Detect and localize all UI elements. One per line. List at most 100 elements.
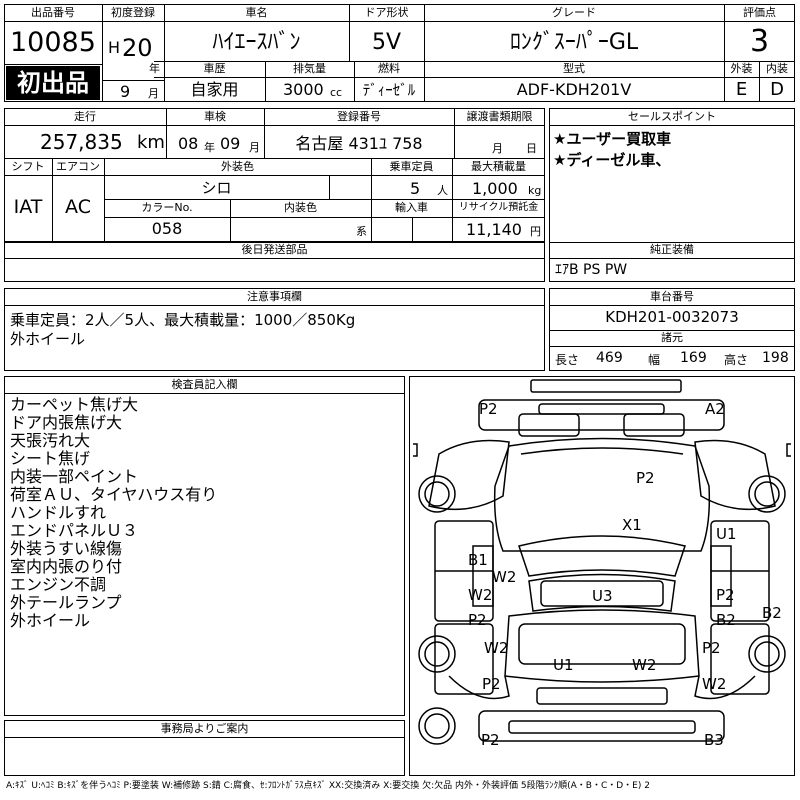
reg-label: 初度登録 bbox=[111, 6, 155, 19]
inspector-line-11: エンジン不調 bbox=[10, 575, 107, 594]
mileage-label: 走行 bbox=[74, 110, 96, 123]
mileage-value: 257,835 bbox=[40, 130, 123, 154]
mark-w2-c: W2 bbox=[484, 639, 509, 657]
ext-label: 外装 bbox=[730, 62, 753, 75]
history-value: 自家用 bbox=[190, 80, 239, 99]
inspector-section bbox=[4, 376, 405, 716]
genuine-value: ｴｱB PS PW bbox=[555, 262, 628, 278]
capacity-value: 5 bbox=[410, 179, 421, 198]
selling-section bbox=[549, 108, 795, 282]
inspection-year: 08 bbox=[178, 134, 199, 153]
aircon-label: エアコン bbox=[56, 160, 100, 173]
mark-b1: B1 bbox=[468, 551, 488, 569]
mark-p2-bot: P2 bbox=[481, 731, 500, 749]
door-label: ドア形状 bbox=[364, 6, 409, 19]
inspector-line-3: 天張汚れ大 bbox=[10, 431, 91, 450]
capacity-label: 乗車定員 bbox=[389, 160, 434, 173]
displacement-value: 3000 bbox=[283, 80, 324, 99]
model-label: 型式 bbox=[563, 62, 585, 75]
max-load-value: 1,000 bbox=[472, 179, 518, 198]
selling-label: セールスポイント bbox=[628, 110, 716, 123]
reg-era: H bbox=[108, 38, 121, 57]
capacity-unit: 人 bbox=[437, 184, 448, 197]
door-type: 5V bbox=[371, 30, 402, 55]
plate-label: 登録番号 bbox=[337, 110, 381, 123]
inspector-line-5: 内装一部ペイント bbox=[10, 467, 139, 486]
int-color-label: 内装色 bbox=[284, 201, 317, 214]
mark-u1-r: U1 bbox=[716, 525, 737, 543]
mark-x1: X1 bbox=[622, 516, 642, 534]
inspector-line-12: 外テールランプ bbox=[10, 593, 122, 612]
recycle-value: 11,140 bbox=[466, 220, 522, 239]
mark-a2-tr: A2 bbox=[705, 400, 725, 418]
model-value: ADF-KDH201V bbox=[516, 80, 632, 99]
diagram-section bbox=[409, 376, 795, 776]
car-name-label: 車名 bbox=[245, 6, 268, 19]
car-name: ﾊｲｴｰｽﾊﾞﾝ bbox=[212, 30, 301, 55]
inspector-line-7: ハンドルすれ bbox=[10, 503, 107, 522]
max-load-unit: kg bbox=[528, 184, 542, 197]
mark-w2-b: W2 bbox=[468, 586, 493, 604]
int-score: D bbox=[770, 79, 784, 100]
fuel-label: 燃料 bbox=[378, 62, 400, 75]
ext-color-value: シロ bbox=[201, 179, 232, 197]
color-no-value: 058 bbox=[151, 219, 183, 238]
caution-line-1: 乗車定員：2人／5人、最大積載量：1000／850Kg bbox=[10, 311, 356, 329]
genuine-label: 純正装備 bbox=[650, 243, 694, 256]
lot-number: 10085 bbox=[10, 27, 96, 58]
caution-line-2: 外ホイール bbox=[10, 330, 86, 348]
caution-section bbox=[4, 288, 545, 371]
displacement-label: 排気量 bbox=[293, 62, 326, 75]
transfer-day: 日 bbox=[526, 142, 537, 155]
height-label: 高さ bbox=[724, 353, 749, 367]
mark-b2-far: B2 bbox=[762, 604, 782, 622]
first-listing-text: 初出品 bbox=[17, 69, 89, 97]
plate-value: 名古屋 431ﾕ 758 bbox=[295, 134, 423, 153]
import-label: 輸入車 bbox=[395, 201, 428, 214]
mark-p2-tl: P2 bbox=[479, 400, 498, 418]
color-no-label: カラーNo. bbox=[141, 201, 193, 214]
chassis-label: 車台番号 bbox=[650, 290, 694, 303]
reg-year-unit: 年 bbox=[149, 62, 160, 75]
inspection-year-unit: 年 bbox=[204, 141, 215, 154]
inspector-line-9: 外装うすい線傷 bbox=[10, 539, 123, 558]
mileage-unit: km bbox=[137, 132, 165, 153]
length-label: 長さ bbox=[555, 353, 580, 367]
mark-w2-e: W2 bbox=[702, 675, 727, 693]
legend: A:ｷｽﾞ U:ﾍｺﾐ B:ｷｽﾞを伴うﾍｺﾐ P:要塗装 W:補修跡 S:錆 … bbox=[6, 781, 650, 791]
mark-b2-r: B2 bbox=[716, 611, 736, 629]
mark-p2-hood: P2 bbox=[636, 469, 655, 487]
mark-u3: U3 bbox=[592, 587, 613, 605]
history-label: 車歴 bbox=[203, 62, 226, 75]
width-label: 幅 bbox=[648, 353, 661, 367]
lot-label: 出品番号 bbox=[31, 6, 75, 19]
height-value: 198 bbox=[762, 350, 789, 366]
transfer-label: 譲渡書類期限 bbox=[466, 110, 533, 123]
reg-month: 9 bbox=[120, 82, 131, 101]
office-label: 事務局よりご案内 bbox=[160, 722, 249, 735]
shift-value: IAT bbox=[13, 196, 43, 218]
specs-label: 諸元 bbox=[661, 331, 683, 344]
grade-label: グレード bbox=[552, 6, 596, 19]
ext-color-label: 外装色 bbox=[221, 160, 254, 173]
chassis-value: KDH201-0032073 bbox=[605, 308, 739, 326]
inspector-line-10: 室内内張のり付 bbox=[10, 557, 123, 576]
mark-p2-bl: P2 bbox=[482, 675, 501, 693]
mark-p2-l: P2 bbox=[468, 611, 487, 629]
inspection-month: 09 bbox=[220, 134, 241, 153]
first-listing-badge: 初出品 bbox=[6, 66, 100, 100]
later-parts-section bbox=[4, 242, 545, 282]
inspector-line-13: 外ホイール bbox=[10, 611, 91, 630]
mark-w2-d: W2 bbox=[632, 656, 657, 674]
inspector-line-2: ドア内張焦げ大 bbox=[10, 413, 123, 432]
inspector-line-1: カーペット焦げ大 bbox=[10, 395, 139, 414]
inspector-line-6: 荷室ＡＵ、タイヤハウス有り bbox=[10, 485, 218, 504]
caution-label: 注意事項欄 bbox=[247, 290, 302, 303]
inspector-line-4: シート焦げ bbox=[10, 449, 91, 468]
grade-value: ﾛﾝｸﾞｽｰﾊﾟｰGL bbox=[509, 30, 639, 55]
mark-b3: B3 bbox=[704, 731, 724, 749]
recycle-unit: 円 bbox=[530, 225, 541, 238]
inspector-line-8: エンドパネルＵ３ bbox=[10, 521, 139, 540]
chassis-section bbox=[549, 288, 795, 371]
score-value: 3 bbox=[749, 24, 770, 59]
